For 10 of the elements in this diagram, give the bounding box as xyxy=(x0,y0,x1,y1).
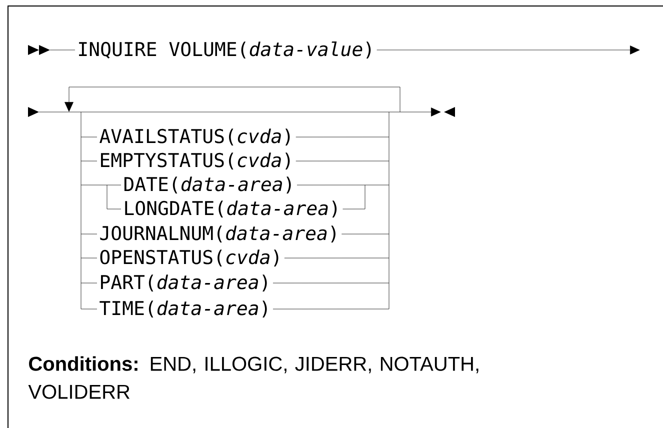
option-text: LONGDATE(data-area) xyxy=(125,200,337,218)
option-text: DATE(data-area) xyxy=(124,176,291,194)
option-text: OPENSTATUS(cvda) xyxy=(100,250,278,266)
option-text: AVAILSTATUS(cvda) xyxy=(100,128,290,146)
option-text: TIME(data-area) xyxy=(100,300,267,318)
conditions-text: Conditions: END, ILLOGIC, JIDERR, NOTAUTH, VOLIDERR xyxy=(28,356,478,399)
option-text: PART(data-area) xyxy=(101,274,267,292)
option-text: JOURNALNUM(data-area) xyxy=(100,226,336,242)
option-text: EMPTYSTATUS(cvda) xyxy=(101,152,290,170)
command-text: INQUIRE VOLUME(data-value) xyxy=(79,41,371,58)
